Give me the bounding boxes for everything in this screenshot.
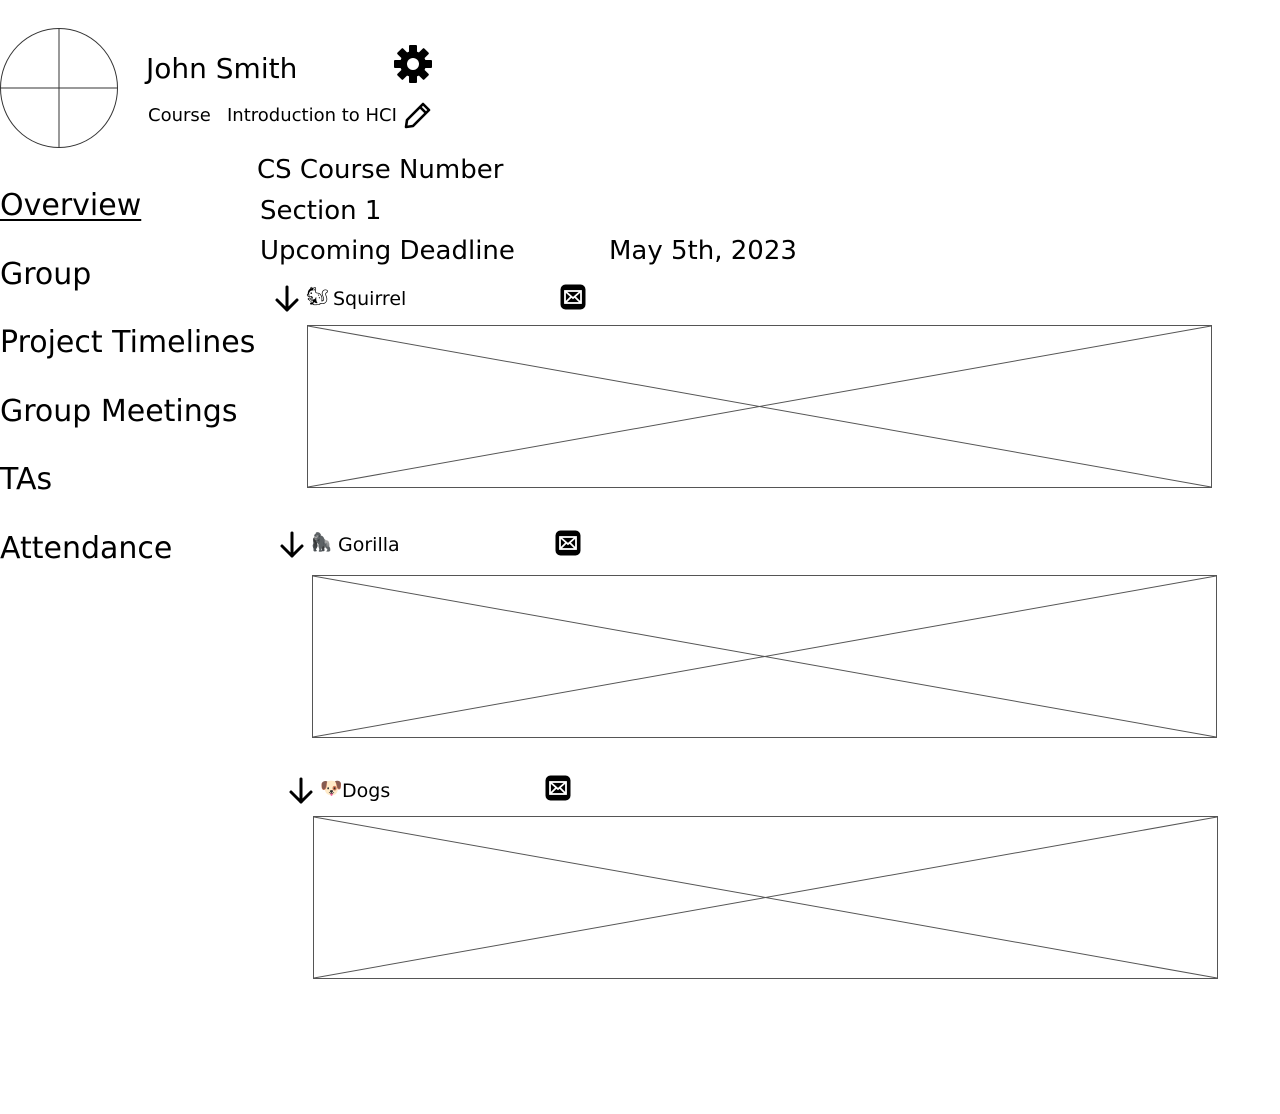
mail-icon[interactable]: [545, 775, 571, 801]
group-name: Dogs: [342, 780, 391, 802]
pencil-icon[interactable]: [403, 100, 433, 130]
arrow-down-icon[interactable]: [273, 284, 301, 314]
group-name: Squirrel: [333, 288, 407, 310]
group-emoji: 🐶: [320, 778, 343, 799]
avatar: [0, 28, 118, 148]
group-name: Gorilla: [338, 534, 400, 556]
group-emoji: 🦍: [310, 532, 333, 553]
nav-group-meetings[interactable]: Group Meetings: [0, 394, 238, 429]
arrow-down-icon[interactable]: [287, 776, 315, 806]
deadline-date: May 5th, 2023: [609, 236, 797, 266]
nav-group[interactable]: Group: [0, 257, 92, 292]
nav-attendance[interactable]: Attendance: [0, 531, 173, 566]
group-content-placeholder: [313, 816, 1218, 979]
deadline-label: Upcoming Deadline: [260, 236, 515, 266]
group-content-placeholder: [307, 325, 1212, 488]
gear-icon[interactable]: [393, 44, 433, 84]
course-label: Course: [148, 105, 211, 126]
group-content-placeholder: [312, 575, 1217, 738]
section-label: Section 1: [260, 196, 382, 226]
course-name: Introduction to HCI: [227, 105, 397, 126]
nav-project-timelines[interactable]: Project Timelines: [0, 325, 256, 360]
arrow-down-icon[interactable]: [278, 530, 306, 560]
mail-icon[interactable]: [555, 530, 581, 556]
mail-icon[interactable]: [560, 284, 586, 310]
user-name: John Smith: [146, 52, 298, 85]
group-emoji: 🐿: [306, 286, 329, 307]
nav-tas[interactable]: TAs: [0, 462, 53, 497]
course-number: CS Course Number: [257, 155, 504, 185]
nav-overview[interactable]: Overview: [0, 188, 142, 223]
